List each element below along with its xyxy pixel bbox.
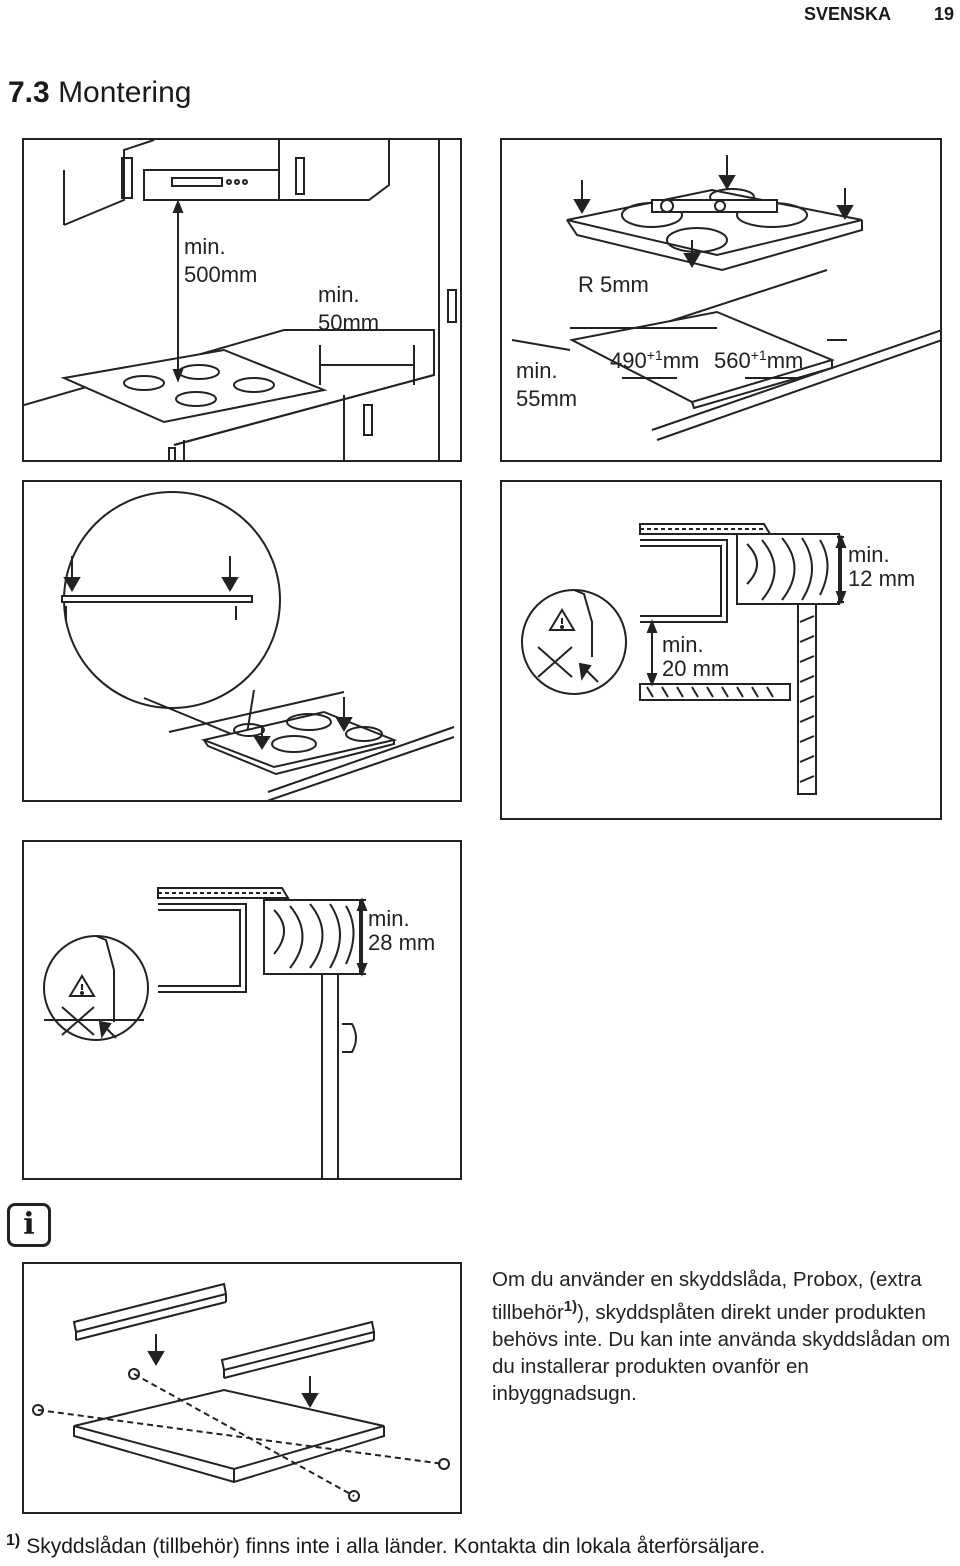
footnote-mark: 1) (6, 1532, 21, 1549)
section-title: 7.3 Montering (8, 76, 191, 110)
label-min-20mm-line1: min. (662, 632, 704, 657)
label-min-500mm-line2: 500mm (184, 262, 257, 287)
label-min-12mm-line1: min. (848, 542, 890, 567)
info-footnote-ref: 1) (563, 1298, 578, 1315)
label-min-28mm-line1: min. (368, 906, 410, 931)
figure-drawer-clearance-12mm: min. 12 mm min. 20 mm (500, 480, 942, 820)
header-language: SVENSKA (804, 4, 892, 24)
label-min-55mm-line1: min. (516, 358, 558, 383)
info-text-part2: ), skyddsplåten direkt under produkten b… (492, 1300, 951, 1405)
info-text-part1: Om du använder en skyddslåda, Probox, (e… (492, 1268, 922, 1324)
label-width-560: 560+1mm (714, 347, 803, 373)
label-depth-490: 490+1mm (610, 347, 699, 373)
label-min-20mm-line2: 20 mm (662, 656, 729, 681)
label-min-50mm-line2: 50mm (318, 310, 379, 335)
figure-cutout-dimensions: R 5mm min. 55mm 490+1mm 560+1mm (500, 138, 942, 462)
label-min-12mm-line2: 12 mm (848, 566, 915, 591)
probox-info-text: Om du använder en skyddslåda, Probox, (e… (492, 1266, 952, 1407)
figure-oven-clearance-28mm: min. 28 mm (22, 840, 462, 1180)
page-number: 19 (934, 4, 955, 24)
figure-seal-detail (22, 480, 462, 802)
figure-probox-assembly (22, 1262, 462, 1514)
footnote-text: Skyddslådan (tillbehör) finns inte i all… (26, 1535, 766, 1558)
section-heading: Montering (58, 76, 192, 109)
label-min-500mm-line1: min. (184, 234, 226, 259)
figure-kitchen-clearance: min. 500mm min. 50mm (22, 138, 462, 462)
label-radius: R 5mm (578, 272, 649, 297)
label-min-55mm-line2: 55mm (516, 386, 577, 411)
section-number: 7.3 (8, 76, 50, 109)
label-min-28mm-line2: 28 mm (368, 930, 435, 955)
label-min-50mm-line1: min. (318, 282, 360, 307)
info-icon: i (7, 1203, 51, 1247)
footnote: 1) Skyddslådan (tillbehör) finns inte i a… (6, 1532, 765, 1559)
